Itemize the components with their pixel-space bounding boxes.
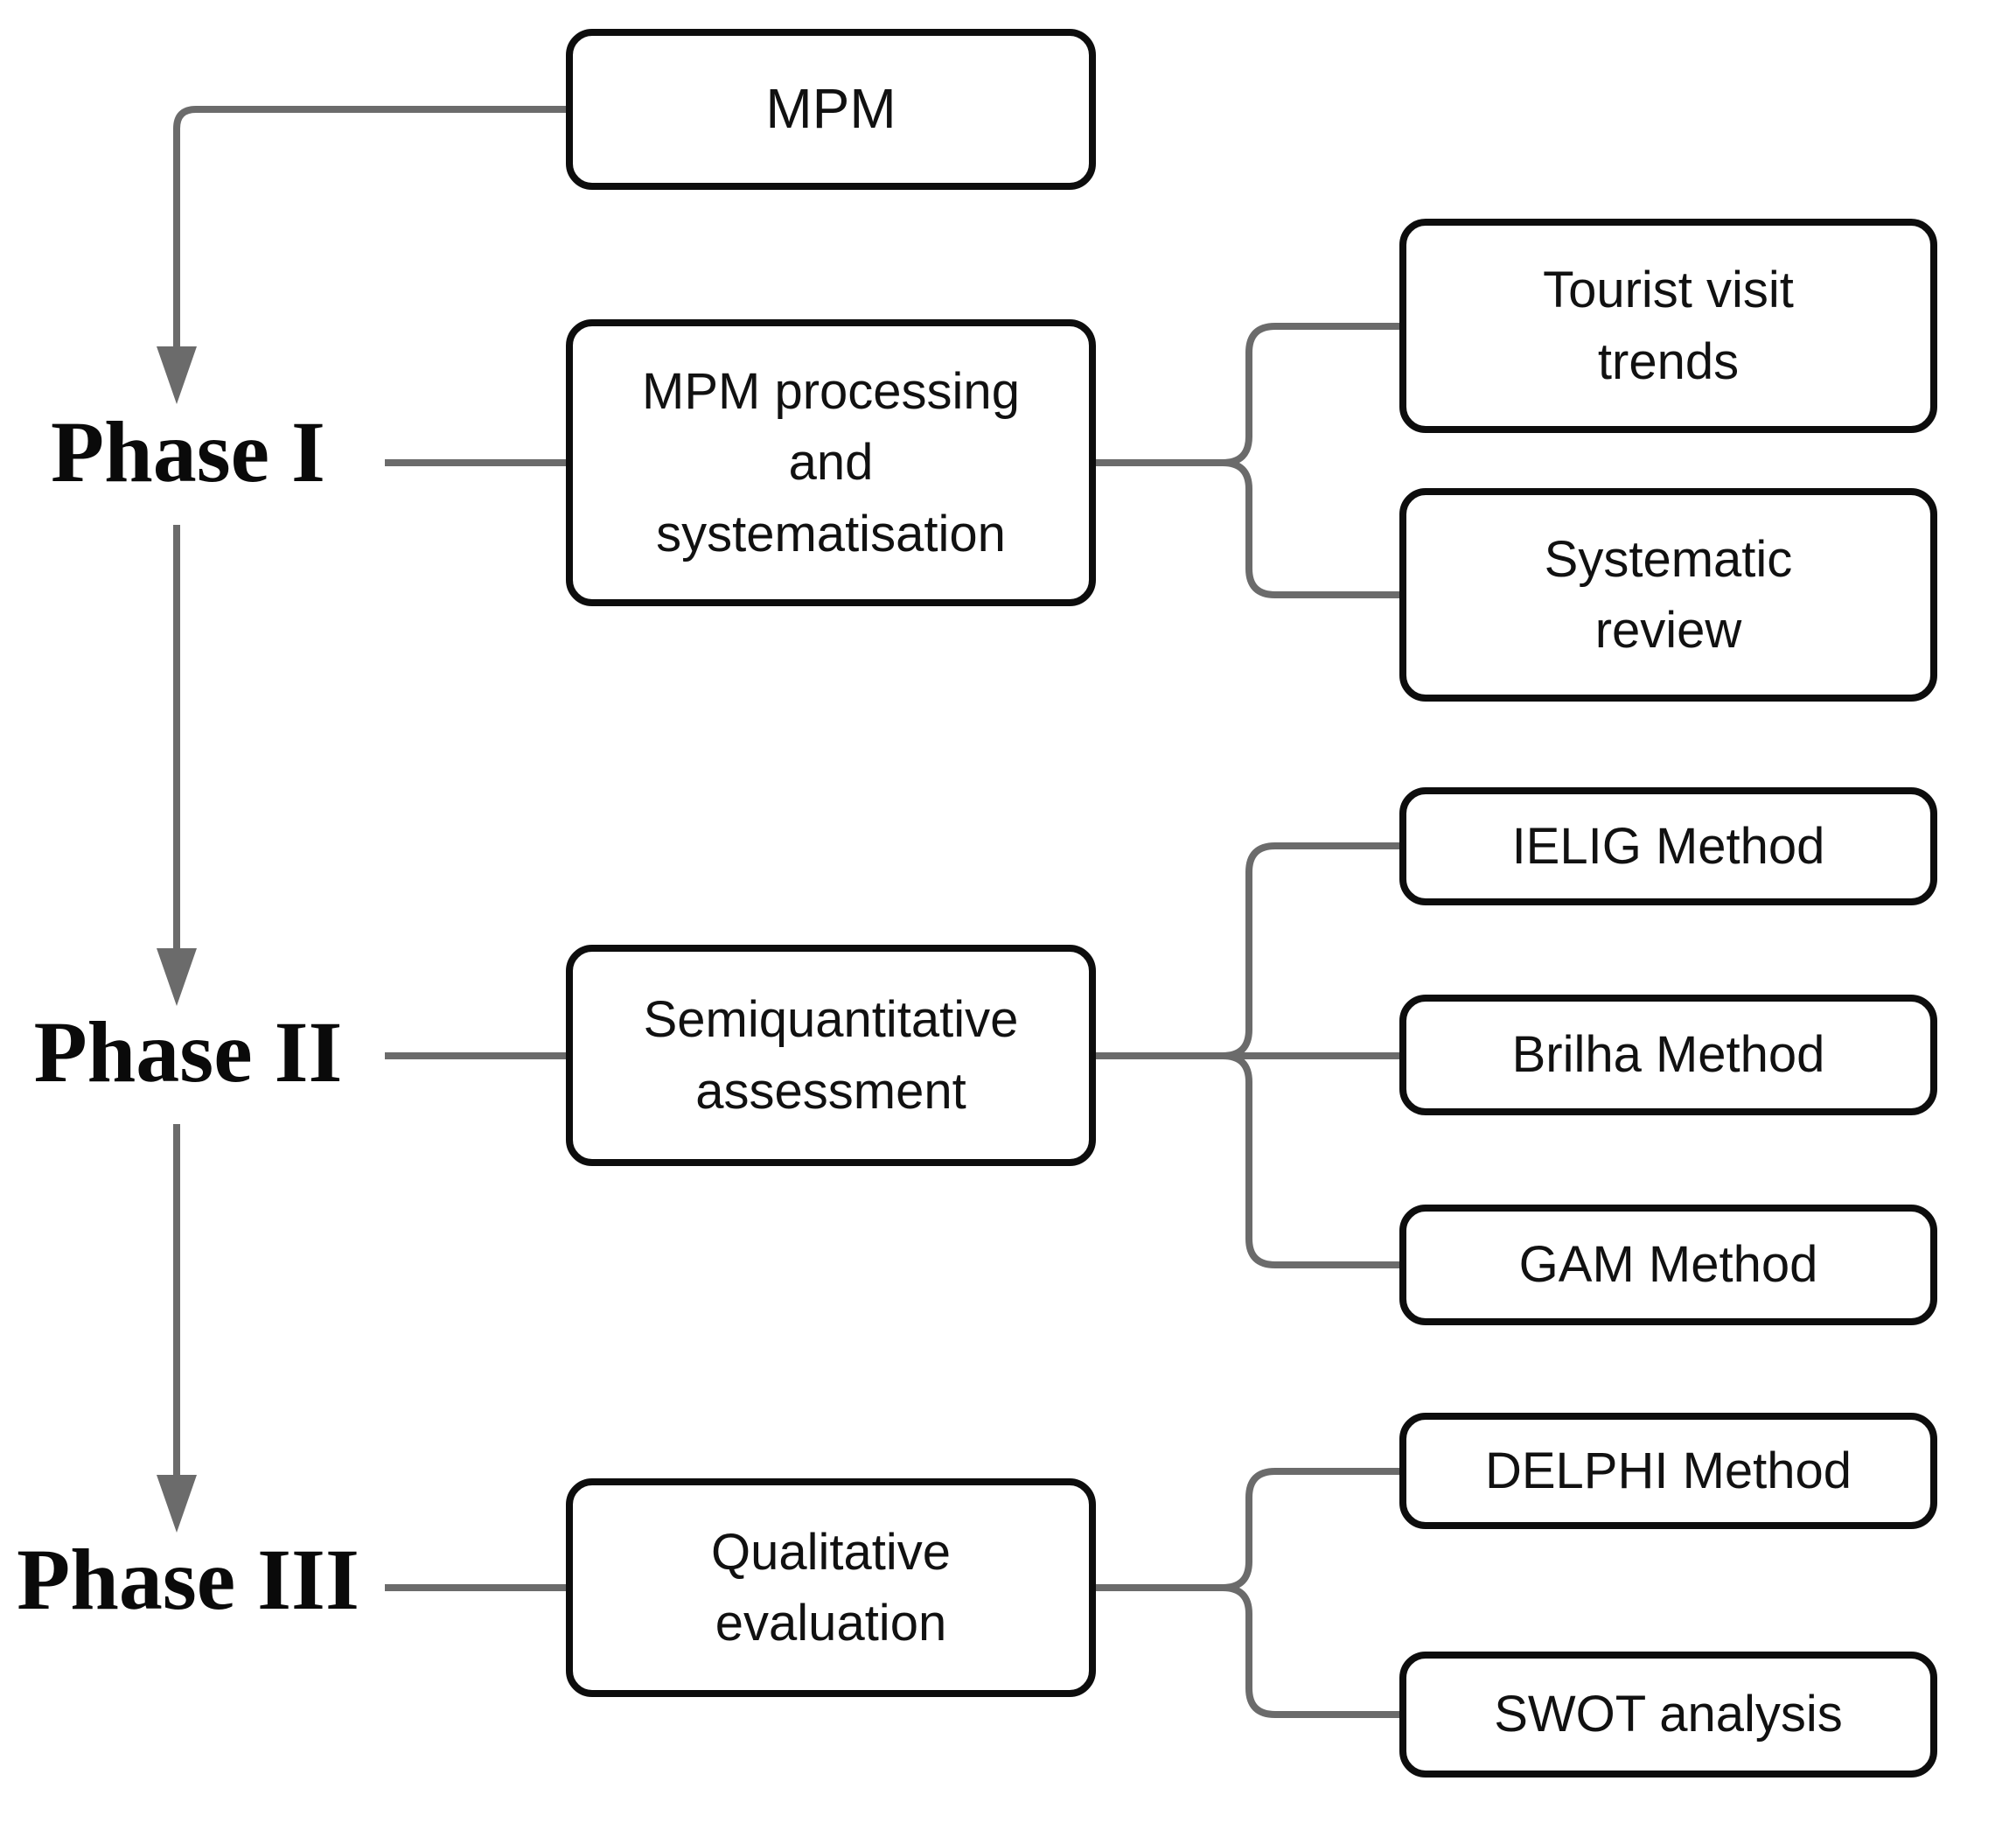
phase3-bracket-lower: [1096, 1584, 1401, 1718]
phase-1-label: Phase I: [51, 403, 325, 500]
output-box-brilha-method: Brilha Method: [1399, 995, 1937, 1115]
arrow-down-icon: [157, 346, 197, 404]
tourist-visit-trends-label: Tourist visit trends: [1543, 262, 1794, 390]
phase-1-process-box: MPM processing and systematisation: [566, 319, 1096, 606]
phase-2-label: Phase II: [33, 1003, 343, 1100]
output-box-delphi-method: DELPHI Method: [1399, 1413, 1937, 1529]
mpm-box-label: MPM: [765, 77, 896, 141]
phase1-bracket-upper: [1096, 323, 1401, 466]
output-box-systematic-review: Systematic review: [1399, 488, 1937, 702]
phase3-bracket-upper: [1096, 1468, 1401, 1591]
phase-2-process-label: Semiquantitative assessment: [643, 991, 1019, 1120]
systematic-review-label: Systematic review: [1544, 530, 1793, 659]
phase2-bracket-lower: [1096, 1052, 1401, 1268]
output-box-gam-method: GAM Method: [1399, 1205, 1937, 1325]
phase-3-label: Phase III: [17, 1531, 359, 1628]
arrow-down-icon: [157, 948, 197, 1006]
phase-2-process-box: Semiquantitative assessment: [566, 945, 1096, 1166]
brilha-method-label: Brilha Method: [1511, 1026, 1825, 1084]
phase1-bracket-lower: [1096, 459, 1401, 598]
output-box-tourist-visit-trends: Tourist visit trends: [1399, 219, 1937, 433]
swot-analysis-label: SWOT analysis: [1494, 1686, 1843, 1743]
ielig-method-label: IELIG Method: [1511, 817, 1825, 875]
phase-3-process-box: Qualitative evaluation: [566, 1478, 1096, 1697]
output-box-swot-analysis: SWOT analysis: [1399, 1652, 1937, 1778]
gam-method-label: GAM Method: [1518, 1236, 1818, 1294]
phase-1-process-label: MPM processing and systematisation: [642, 363, 1020, 562]
delphi-method-label: DELPHI Method: [1484, 1442, 1852, 1499]
arrow-down-icon: [157, 1475, 197, 1533]
phase2-bracket-upper: [1096, 842, 1401, 1059]
phase-3-process-label: Qualitative evaluation: [710, 1523, 952, 1652]
mpm-to-phase1-line: [173, 106, 568, 348]
output-box-ielig-method: IELIG Method: [1399, 787, 1937, 905]
mpm-box: MPM: [566, 29, 1096, 190]
